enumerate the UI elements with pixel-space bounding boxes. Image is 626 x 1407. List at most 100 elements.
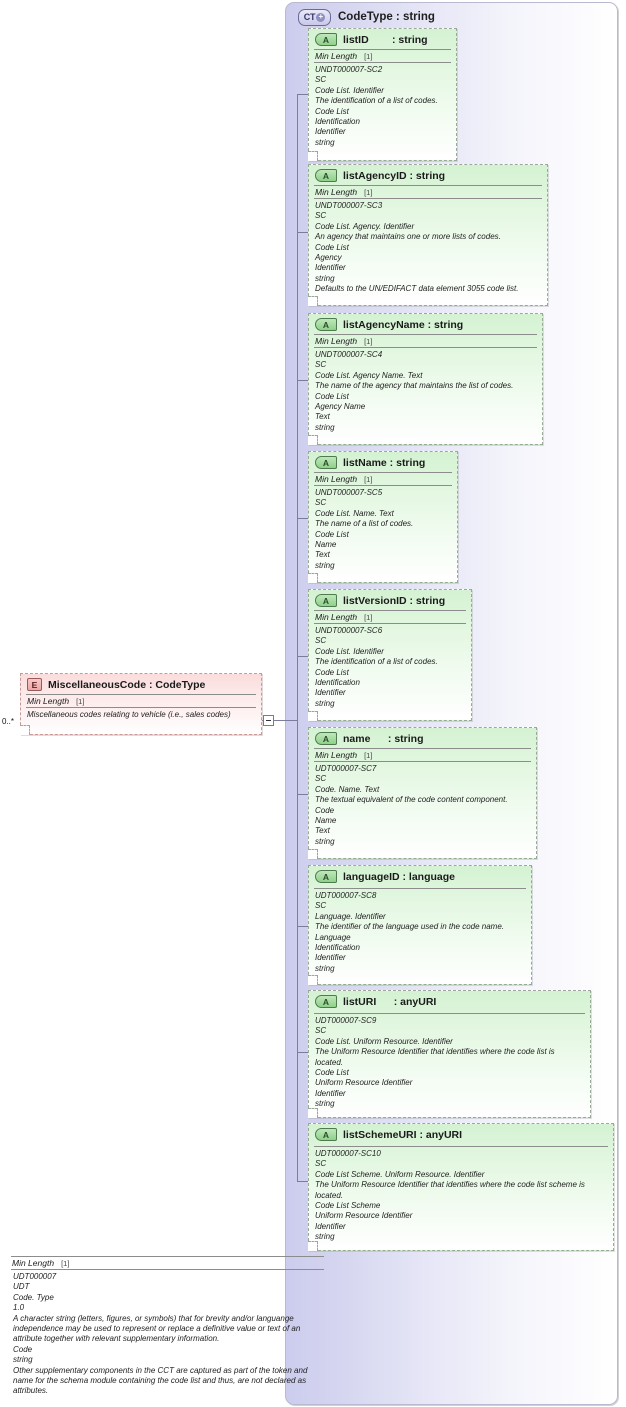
attribute-box-listuri[interactable]: A listURI : anyURI UDT000007-SC9 SC Code… (308, 990, 591, 1118)
attribute-icon: A (315, 995, 337, 1008)
corner-notch (308, 573, 318, 583)
doc-line: The identifier of the language used in t… (315, 922, 505, 932)
doc-line: Identification (315, 678, 360, 688)
tree-branch-line (297, 1181, 308, 1182)
attribute-box-languageid[interactable]: A languageID : language UDT000007-SC8 SC… (308, 865, 532, 985)
doc-line: SC (315, 360, 327, 370)
doc-line: The name of a list of codes. (315, 519, 414, 529)
doc-line: string (315, 963, 335, 973)
corner-notch (308, 1241, 318, 1251)
element-to-type-connector (274, 720, 298, 721)
corner-notch (308, 296, 318, 306)
attribute-box-listid[interactable]: A listID : string Min Length[1] UNDT0000… (308, 28, 457, 161)
attribute-box-listname[interactable]: A listName : string Min Length[1] UNDT00… (308, 451, 458, 583)
facet-min-length: Min Length[1] (314, 185, 542, 199)
attribute-box-listversionid[interactable]: A listVersionID : string Min Length [1] U… (308, 589, 472, 721)
doc-line: Language. Identifier (315, 911, 386, 921)
doc-line: UDT000007-SC7 (315, 764, 377, 773)
doc-line: The textual equivalent of the code conte… (315, 795, 508, 805)
doc-line: A character string (letters, figures, or… (13, 1313, 301, 1344)
attribute-icon: A (315, 594, 337, 607)
attribute-header: A languageID : language (309, 866, 531, 886)
attribute-name: listSchemeURI : anyURI (343, 1128, 463, 1141)
attribute-header: A listName : string (309, 452, 457, 472)
doc-line: SC (315, 1159, 327, 1169)
corner-notch (308, 435, 318, 445)
doc-line: UDT000007 (13, 1272, 57, 1281)
attribute-box-listagencyname[interactable]: A listAgencyName : string Min Length[1] … (308, 313, 543, 445)
doc-line: Identifier (315, 1088, 346, 1098)
attribute-icon: A (315, 870, 337, 883)
doc-line: The Uniform Resource Identifier that ide… (315, 1180, 585, 1200)
facet-min-length: Min Length[1] (11, 1256, 324, 1270)
facet-min-length: Min Length [1] (314, 610, 466, 624)
attribute-box-name[interactable]: A name : string Min Length[1] UDT000007-… (308, 727, 537, 859)
doc-line: UNDT000007-SC2 (315, 65, 383, 74)
element-icon: E (27, 678, 42, 691)
plus-icon[interactable]: + (316, 12, 326, 22)
doc-line: Code List (315, 106, 349, 116)
doc-line: The identification of a list of codes. (315, 96, 438, 106)
facet-value: [1] (76, 697, 85, 706)
doc-line: string (315, 137, 335, 147)
doc-line: UNDT000007-SC3 (315, 201, 383, 210)
attribute-icon: A (315, 169, 337, 182)
facet-value: [1] (364, 337, 373, 346)
tree-branch-line (297, 656, 308, 657)
tree-branch-line (297, 232, 308, 233)
attribute-icon: A (315, 33, 337, 46)
doc-line: The Uniform Resource Identifier that ide… (315, 1047, 555, 1067)
doc-line: Identifier (315, 263, 346, 273)
attribute-name: name : string (343, 732, 424, 745)
doc-line: Other supplementary components in the CC… (13, 1365, 308, 1396)
tree-branch-line (297, 794, 308, 795)
doc-line: Code List. Agency Name. Text (315, 370, 423, 380)
doc-line: Identifier (315, 1221, 346, 1231)
type-documentation-block: Min Length[1] UDT000007 UDT Code. Type 1… (11, 1256, 324, 1400)
doc-line: Code List (315, 667, 349, 677)
element-box-miscellaneouscode[interactable]: E MiscellaneousCode : CodeType Min Lengt… (20, 673, 262, 735)
collapse-toggle-button[interactable] (263, 715, 274, 726)
doc-line: Code List Scheme. Uniform Resource. Iden… (315, 1169, 485, 1179)
cardinality-label: 0..* (2, 717, 15, 726)
attribute-header: A listSchemeURI : anyURI (309, 1124, 613, 1144)
doc-line: Code List. Name. Text (315, 508, 394, 518)
facet-value: [1] (364, 188, 373, 197)
header-divider (314, 1013, 585, 1014)
doc-line: Code List (315, 1068, 349, 1078)
facet-label: Min Length (315, 612, 358, 622)
doc-line: The name of the agency that maintains th… (315, 381, 514, 391)
doc-line: Identifier (315, 127, 346, 137)
doc-line: Code. Type (13, 1292, 54, 1302)
doc-line: Code List (315, 529, 349, 539)
tree-branch-line (297, 518, 308, 519)
attribute-name: listVersionID : string (343, 594, 446, 607)
doc-line: string (315, 698, 335, 708)
facet-label: Min Length (315, 336, 358, 346)
facet-value: [1] (364, 52, 373, 61)
doc-line: Uniform Resource Identifier (315, 1078, 413, 1088)
attribute-documentation: UDT000007-SC9 SC Code List. Uniform Reso… (309, 1014, 590, 1114)
facet-label: Min Length (12, 1258, 55, 1268)
doc-line: Code List. Uniform Resource. Identifier (315, 1036, 453, 1046)
doc-line: UDT (13, 1282, 30, 1292)
doc-line: string (315, 560, 335, 570)
attribute-box-listagencyid[interactable]: A listAgencyID : string Min Length[1] UN… (308, 164, 548, 306)
doc-line: SC (315, 1026, 327, 1036)
doc-line: Code List. Identifier (315, 646, 384, 656)
doc-line: 1.0 (13, 1303, 25, 1313)
doc-line: Text (315, 826, 330, 836)
attribute-icon: A (315, 456, 337, 469)
attribute-documentation: UNDT000007-SC6 SC Code List. Identifier … (309, 624, 471, 713)
doc-line: UNDT000007-SC6 (315, 626, 383, 635)
attribute-name: languageID : language (343, 870, 456, 883)
facet-value: [1] (364, 613, 373, 622)
doc-line: Code. Name. Text (315, 784, 380, 794)
attribute-box-listschemeuri[interactable]: A listSchemeURI : anyURI UDT000007-SC10 … (308, 1123, 614, 1251)
doc-line: string (315, 1099, 335, 1109)
header-divider (314, 888, 526, 889)
element-name: MiscellaneousCode : CodeType (48, 678, 206, 691)
doc-line: UDT000007-SC8 (315, 891, 377, 900)
attribute-name: listID : string (343, 33, 428, 46)
